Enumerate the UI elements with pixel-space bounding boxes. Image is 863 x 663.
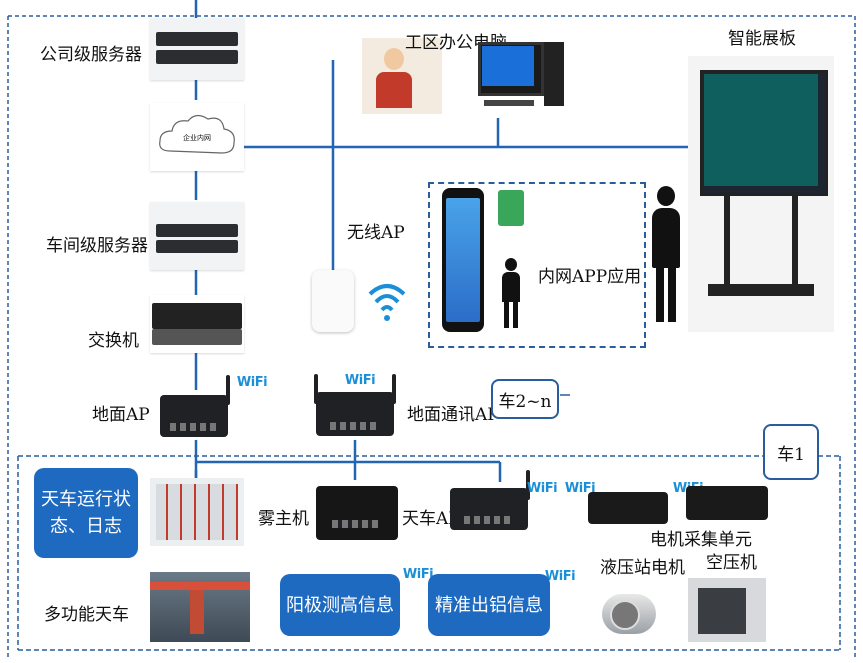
- fog-host-label: 雾主机: [258, 509, 309, 529]
- ground-ap-label: 地面AP: [92, 405, 150, 425]
- wireless-ap-label: 无线AP: [347, 223, 405, 243]
- multi-crane-label: 多功能天车: [44, 605, 129, 625]
- enterprise-net-label: 企业内网: [183, 134, 211, 142]
- intranet-app-box: 内网APP应用: [428, 182, 646, 348]
- smartphone-icon: [442, 188, 484, 332]
- person-icon: [648, 180, 684, 328]
- car-2n-box: 车2~n: [491, 379, 559, 419]
- cloud-icon: [159, 114, 235, 154]
- air-compressor-icon: [688, 578, 766, 642]
- intranet-app-label: 内网APP应用: [538, 267, 642, 287]
- anode-height-box: 阳极测高信息: [280, 574, 400, 636]
- sim-card-icon: [498, 190, 524, 226]
- air-compressor-label: 空压机: [706, 553, 757, 573]
- wireless-ap-device-icon: [312, 270, 354, 332]
- office-worker-icon: [362, 38, 442, 114]
- ground-ap-router-icon: [160, 375, 230, 437]
- user-icon: [500, 258, 522, 328]
- motor-unit-device-icon: [588, 492, 668, 524]
- motor-unit-label: 电机采集单元: [650, 530, 752, 550]
- ground-comm-ap-label: 地面通讯AP: [407, 405, 499, 425]
- enterprise-net-cloud: 企业内网: [150, 103, 244, 171]
- company-server-icon: [150, 18, 244, 80]
- motor-unit-device-icon: [686, 486, 768, 520]
- electric-motor-icon: [596, 586, 666, 638]
- workshop-server-label: 车间级服务器: [46, 236, 148, 256]
- crane-ap-label: 天车AP: [402, 509, 460, 529]
- wifi-icon: WiFi: [236, 375, 268, 390]
- wifi-icon: WiFi: [402, 567, 434, 582]
- smart-board-icon: [688, 56, 834, 332]
- wifi-icon: WiFi: [564, 481, 596, 496]
- wifi-icon: WiFi: [544, 569, 576, 584]
- switch-icon: [150, 295, 244, 353]
- switch-label: 交换机: [88, 331, 139, 351]
- wifi-icon: WiFi: [526, 481, 558, 496]
- fog-host-icon: [316, 486, 398, 540]
- car-1-box: 车1: [763, 424, 819, 480]
- wifi-signal-icon: [368, 284, 406, 321]
- wifi-icon: WiFi: [344, 373, 376, 388]
- smart-board-label: 智能展板: [728, 29, 796, 49]
- ground-comm-ap-router-icon: [314, 374, 396, 436]
- hydraulic-motor-label: 液压站电机: [600, 558, 685, 578]
- precise-al-box: 精准出铝信息: [428, 574, 550, 636]
- crane-ap-router-icon: [450, 470, 530, 530]
- crane-status-box: 天车运行状态、日志: [34, 468, 138, 558]
- plc-module-icon: [150, 478, 244, 546]
- company-server-label: 公司级服务器: [40, 45, 142, 65]
- workshop-server-icon: [150, 202, 244, 270]
- desktop-computer-icon: [478, 42, 566, 110]
- crane-photo-icon: [150, 572, 250, 642]
